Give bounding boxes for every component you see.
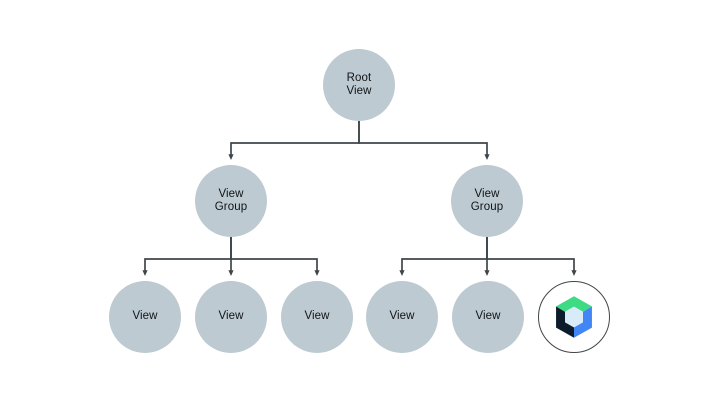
node-view-2-label: View	[218, 310, 244, 323]
edge-root-to-group-right	[358, 121, 490, 160]
jetpack-compose-logo-icon	[556, 296, 592, 338]
node-view-3[interactable]: View	[281, 281, 353, 353]
edge-group-left-to-view-3	[230, 237, 320, 276]
node-view-4[interactable]: View	[366, 281, 438, 353]
node-view-group-right[interactable]: View Group	[451, 165, 523, 237]
node-view-3-label: View	[304, 310, 330, 323]
node-compose[interactable]	[538, 281, 610, 353]
node-view-group-right-label: View Group	[470, 187, 504, 214]
node-view-4-label: View	[389, 310, 415, 323]
edge-group-left-to-view-1	[142, 237, 232, 276]
node-view-5-label: View	[475, 310, 501, 323]
edge-group-right-to-view-4	[399, 237, 488, 276]
node-view-2[interactable]: View	[195, 281, 267, 353]
node-root-view-label: Root View	[346, 71, 372, 98]
node-view-1[interactable]: View	[109, 281, 181, 353]
edge-root-to-group-left	[228, 121, 360, 160]
node-view-5[interactable]: View	[452, 281, 524, 353]
node-view-group-left-label: View Group	[214, 187, 248, 214]
edge-group-right-to-compose	[486, 237, 577, 276]
node-view-group-left[interactable]: View Group	[195, 165, 267, 237]
node-view-1-label: View	[132, 310, 158, 323]
node-root-view[interactable]: Root View	[323, 49, 395, 121]
